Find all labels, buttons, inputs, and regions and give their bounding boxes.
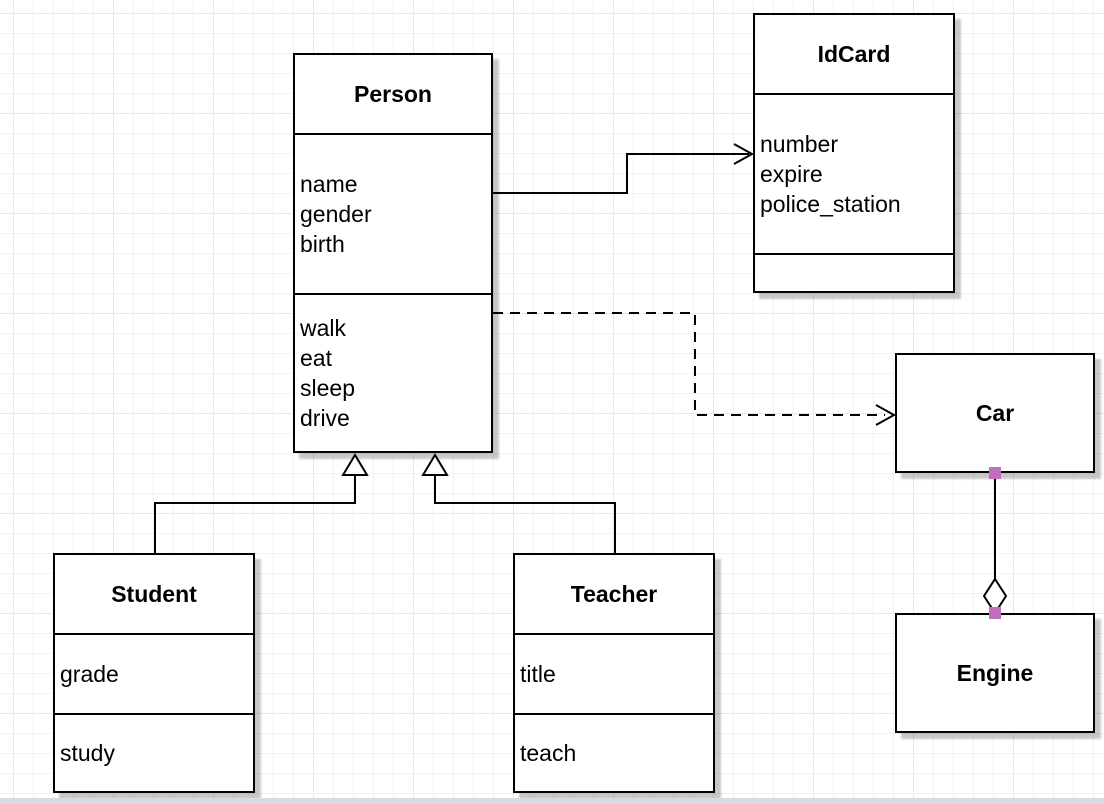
attribute: gender — [300, 201, 372, 227]
attribute: title — [520, 661, 556, 687]
attribute: number — [760, 131, 838, 157]
class-idcard-title: IdCard — [755, 15, 953, 95]
class-teacher-attributes: title — [515, 635, 713, 715]
edge-student-person-generalization[interactable] — [154, 453, 369, 553]
class-person[interactable]: Person name gender birth walk eat sleep … — [293, 53, 493, 453]
attribute: name — [300, 171, 358, 197]
class-student-methods: study — [55, 715, 253, 791]
generalization-triangle — [341, 453, 369, 476]
method: eat — [300, 345, 332, 371]
class-person-methods: walk eat sleep drive — [295, 295, 491, 451]
class-person-attributes: name gender birth — [295, 135, 491, 295]
class-student-attributes: grade — [55, 635, 253, 715]
class-teacher-title: Teacher — [515, 555, 713, 635]
class-student-title: Student — [55, 555, 253, 635]
attribute: grade — [60, 661, 119, 687]
method: drive — [300, 405, 350, 431]
method: teach — [520, 740, 577, 766]
class-idcard-methods — [755, 255, 953, 291]
generalization-triangle — [421, 453, 449, 476]
edge-teacher-person-generalization[interactable] — [421, 453, 616, 553]
method: sleep — [300, 375, 355, 401]
class-idcard-attributes: number expire police_station — [755, 95, 953, 255]
attribute: police_station — [760, 191, 901, 217]
class-teacher-methods: teach — [515, 715, 713, 791]
class-teacher[interactable]: Teacher title teach — [513, 553, 715, 793]
method: walk — [300, 315, 347, 341]
class-engine[interactable]: Engine — [895, 613, 1095, 733]
method: study — [60, 740, 115, 766]
class-idcard[interactable]: IdCard number expire police_station — [753, 13, 955, 293]
class-student[interactable]: Student grade study — [53, 553, 255, 793]
edge-person-car-dependency[interactable] — [493, 312, 897, 426]
edge-car-engine-aggregation[interactable] — [982, 467, 1008, 619]
edge-person-idcard-association[interactable] — [493, 143, 755, 194]
attribute: birth — [300, 231, 345, 257]
class-person-title: Person — [295, 55, 491, 135]
class-car[interactable]: Car — [895, 353, 1095, 473]
class-engine-title: Engine — [956, 659, 1034, 686]
class-car-title: Car — [975, 399, 1015, 426]
attribute: expire — [760, 161, 823, 187]
canvas-bottom-edge — [0, 798, 1104, 804]
aggregation-diamond — [982, 577, 1008, 615]
